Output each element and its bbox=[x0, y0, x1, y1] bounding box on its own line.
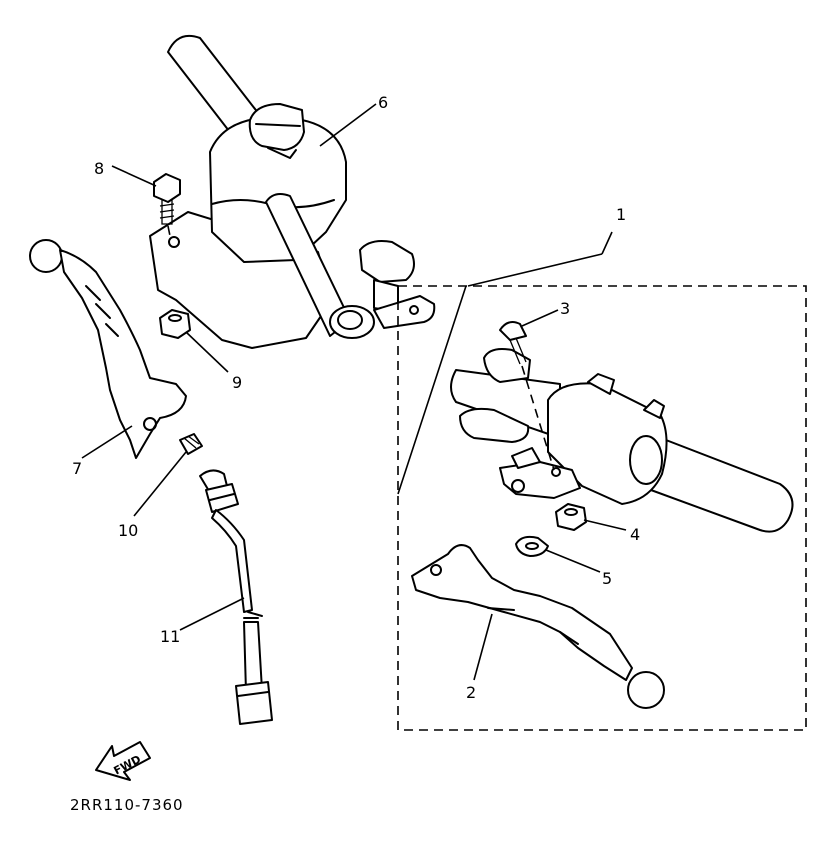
callout-7: 7 bbox=[72, 459, 82, 478]
callout-2: 2 bbox=[466, 683, 476, 702]
callout-4: 4 bbox=[630, 525, 640, 544]
callout-10: 10 bbox=[118, 521, 138, 540]
brake-lever-holder-assembly bbox=[450, 348, 794, 533]
callout-8: 8 bbox=[94, 159, 104, 178]
assembly-group-boundary bbox=[397, 285, 807, 731]
callout-5: 5 bbox=[602, 569, 612, 588]
screw bbox=[499, 321, 555, 471]
switch-wire-lead bbox=[199, 469, 273, 725]
left-clutch-lever bbox=[29, 239, 187, 459]
callout-6: 6 bbox=[378, 93, 388, 112]
callout-1: 1 bbox=[616, 205, 626, 224]
front-brake-lever bbox=[411, 544, 665, 709]
collar bbox=[515, 535, 549, 557]
callout-leaders bbox=[81, 103, 627, 681]
throttle-housing-assembly bbox=[149, 34, 436, 349]
pin-spring bbox=[179, 433, 203, 455]
forward-direction-arrow: FWD bbox=[95, 741, 151, 781]
callout-9: 9 bbox=[232, 373, 242, 392]
leader-1-lines bbox=[397, 231, 613, 495]
nut-4 bbox=[555, 503, 587, 531]
diagram-code: 2RR110-7360 bbox=[70, 796, 184, 814]
callout-11: 11 bbox=[160, 627, 180, 646]
nut-9 bbox=[159, 309, 191, 339]
callout-3: 3 bbox=[560, 299, 570, 318]
bolt bbox=[153, 173, 181, 237]
